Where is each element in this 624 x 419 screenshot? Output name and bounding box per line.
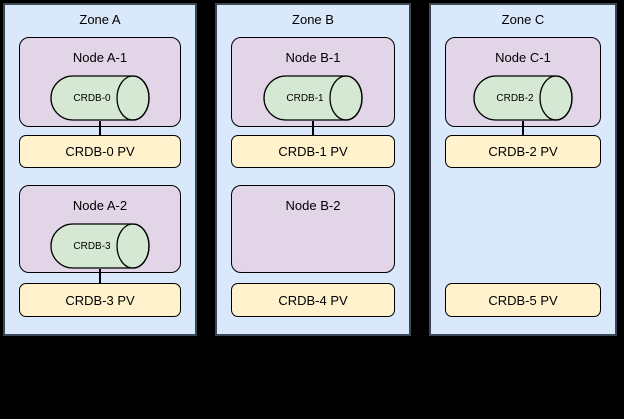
node-title: Node A-2 (72, 198, 128, 213)
pv-label: CRDB-2 PV (488, 144, 558, 159)
node-b2: Node B-2 (231, 185, 395, 273)
pv-connector-line (522, 121, 524, 136)
zone-a: Zone A Node A-1 CRDB-0 CRDB-0 PV Node A-… (3, 3, 197, 336)
crdb-cylinder: CRDB-2 (473, 75, 573, 121)
pv-connector-line (99, 269, 101, 284)
node-a1: Node A-1 CRDB-0 (19, 37, 181, 127)
node-title: Node B-2 (285, 198, 341, 213)
node-title: Node C-1 (495, 50, 551, 65)
zone-c: Zone C Node C-1 CRDB-2 CRDB-2 PV CRDB-5 … (429, 3, 617, 336)
pv-box: CRDB-3 PV (19, 283, 181, 317)
zone-title: Zone A (79, 12, 121, 27)
node-b1: Node B-1 CRDB-1 (231, 37, 395, 127)
cylinder-shape-icon (50, 223, 150, 269)
pv-label: CRDB-1 PV (278, 144, 348, 159)
pv-box: CRDB-1 PV (231, 135, 395, 168)
pv-label: CRDB-5 PV (488, 292, 558, 308)
pv-box: CRDB-0 PV (19, 135, 181, 168)
cylinder-shape-icon (263, 75, 363, 121)
node-a2: Node A-2 CRDB-3 (19, 185, 181, 273)
crdb-cylinder: CRDB-3 (50, 223, 150, 269)
crdb-cylinder: CRDB-0 (50, 75, 150, 121)
pv-connector-line (99, 121, 101, 136)
cylinder-shape-icon (473, 75, 573, 121)
pv-label: CRDB-3 PV (65, 292, 135, 308)
pv-box: CRDB-4 PV (231, 283, 395, 317)
zone-title: Zone B (292, 12, 334, 27)
pv-label: CRDB-0 PV (65, 144, 135, 159)
node-c1: Node C-1 CRDB-2 (445, 37, 601, 127)
pv-box: CRDB-2 PV (445, 135, 601, 168)
cylinder-shape-icon (50, 75, 150, 121)
zone-title: Zone C (501, 12, 545, 27)
crdb-cylinder: CRDB-1 (263, 75, 363, 121)
node-title: Node B-1 (285, 50, 341, 65)
cylinder-label: CRDB-0 (73, 92, 111, 104)
cylinder-label: CRDB-1 (286, 92, 324, 104)
zone-b: Zone B Node B-1 CRDB-1 CRDB-1 PV Node B-… (215, 3, 411, 336)
cylinder-label: CRDB-3 (73, 240, 111, 252)
pv-connector-line (312, 121, 314, 136)
pv-label: CRDB-4 PV (278, 292, 348, 308)
pv-box: CRDB-5 PV (445, 283, 601, 317)
cylinder-label: CRDB-2 (496, 92, 534, 104)
node-title: Node A-1 (72, 50, 128, 65)
